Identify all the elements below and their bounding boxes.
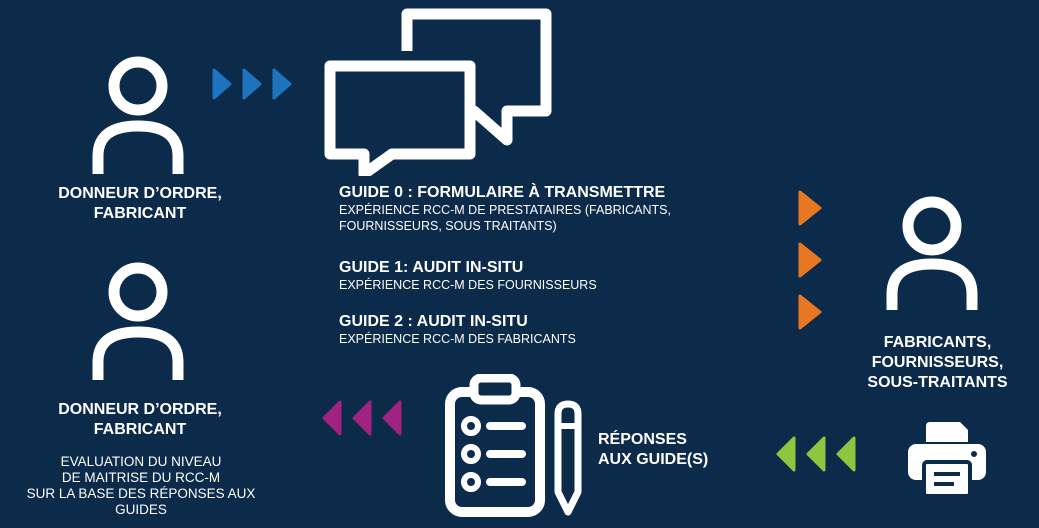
right-label: FABRICANTS, FOURNISSEURS, SOUS-TRAITANTS xyxy=(840,333,1035,393)
chat-bubbles-icon xyxy=(324,8,552,176)
green-arrows xyxy=(774,432,866,476)
right-label-line3: SOUS-TRAITANTS xyxy=(867,374,1008,391)
guide-0-desc-line2: FOURNISSEURS, SOUS TRAITANTS) xyxy=(339,219,557,233)
orange-arrow-1 xyxy=(798,190,822,226)
orange-arrow-3 xyxy=(798,294,822,330)
eval-line4: GUIDES xyxy=(115,502,167,517)
purple-arrow-3 xyxy=(382,400,402,436)
blue-arrow-3 xyxy=(272,68,292,100)
orange-arrow-2 xyxy=(798,242,822,278)
person-icon xyxy=(92,262,184,380)
bottom-left-label-line2: FABRICANT xyxy=(93,421,187,438)
person-icon xyxy=(886,196,978,310)
eval-line2: DE MAITRISE DU RCC-M xyxy=(61,470,221,485)
top-left-label-line1: DONNEUR D’ORDRE, xyxy=(58,185,222,202)
chat-bubbles xyxy=(322,6,554,176)
guide-0-desc-line1: EXPÉRIENCE RCC-M DE PRESTATAIRES (FABRIC… xyxy=(339,203,671,217)
guide-0: GUIDE 0 : FORMULAIRE À TRANSMETTRE EXPÉR… xyxy=(339,184,789,234)
guide-2: GUIDE 2 : AUDIT IN-SITU EXPÉRIENCE RCC-M… xyxy=(339,313,789,347)
right-label-line1: FABRICANTS, xyxy=(883,334,992,351)
printer xyxy=(908,420,986,498)
bottom-left-label: DONNEUR D’ORDRE, FABRICANT xyxy=(20,400,260,440)
person-top-left xyxy=(88,56,188,178)
guide-0-title: GUIDE 0 : FORMULAIRE À TRANSMETTRE xyxy=(339,184,666,201)
printer-icon xyxy=(908,422,986,498)
person-bottom-left xyxy=(88,262,188,384)
right-label-line2: FOURNISSEURS, xyxy=(871,354,1004,371)
clipboard xyxy=(440,374,548,518)
person-right xyxy=(882,196,982,314)
responses-line1: RÉPONSES xyxy=(598,431,687,448)
pencil xyxy=(552,400,584,518)
guide-1: GUIDE 1: AUDIT IN-SITU EXPÉRIENCE RCC-M … xyxy=(339,259,789,293)
guide-2-title: GUIDE 2 : AUDIT IN-SITU xyxy=(339,313,528,330)
guide-1-desc-line1: EXPÉRIENCE RCC-M DES FOURNISSEURS xyxy=(339,278,597,292)
green-arrow-2 xyxy=(806,436,826,472)
guide-2-desc-line1: EXPÉRIENCE RCC-M DES FABRICANTS xyxy=(339,332,576,346)
guide-1-title: GUIDE 1: AUDIT IN-SITU xyxy=(339,259,524,276)
eval-line1: EVALUATION DU NIVEAU xyxy=(60,454,222,469)
blue-arrows xyxy=(212,64,302,104)
blue-arrow-2 xyxy=(242,68,262,100)
responses-line2: AUX GUIDE(S) xyxy=(598,451,709,468)
orange-arrows xyxy=(796,188,826,338)
green-arrow-3 xyxy=(836,436,856,472)
green-arrow-1 xyxy=(776,436,796,472)
bottom-left-label-line1: DONNEUR D’ORDRE, xyxy=(58,401,222,418)
purple-arrows xyxy=(320,396,412,440)
evaluation-text: EVALUATION DU NIVEAU DE MAITRISE DU RCC-… xyxy=(0,454,282,518)
purple-arrow-2 xyxy=(352,400,372,436)
clipboard-checklist-icon xyxy=(445,374,545,517)
person-icon xyxy=(92,56,184,174)
top-left-label: DONNEUR D’ORDRE, FABRICANT xyxy=(20,184,260,224)
top-left-label-line2: FABRICANT xyxy=(93,205,187,222)
responses-label: RÉPONSES AUX GUIDE(S) xyxy=(598,430,758,470)
purple-arrow-1 xyxy=(322,400,342,436)
blue-arrow-1 xyxy=(212,68,232,100)
pencil-icon xyxy=(554,400,582,516)
eval-line3: SUR LA BASE DES RÉPONSES AUX xyxy=(26,486,256,501)
